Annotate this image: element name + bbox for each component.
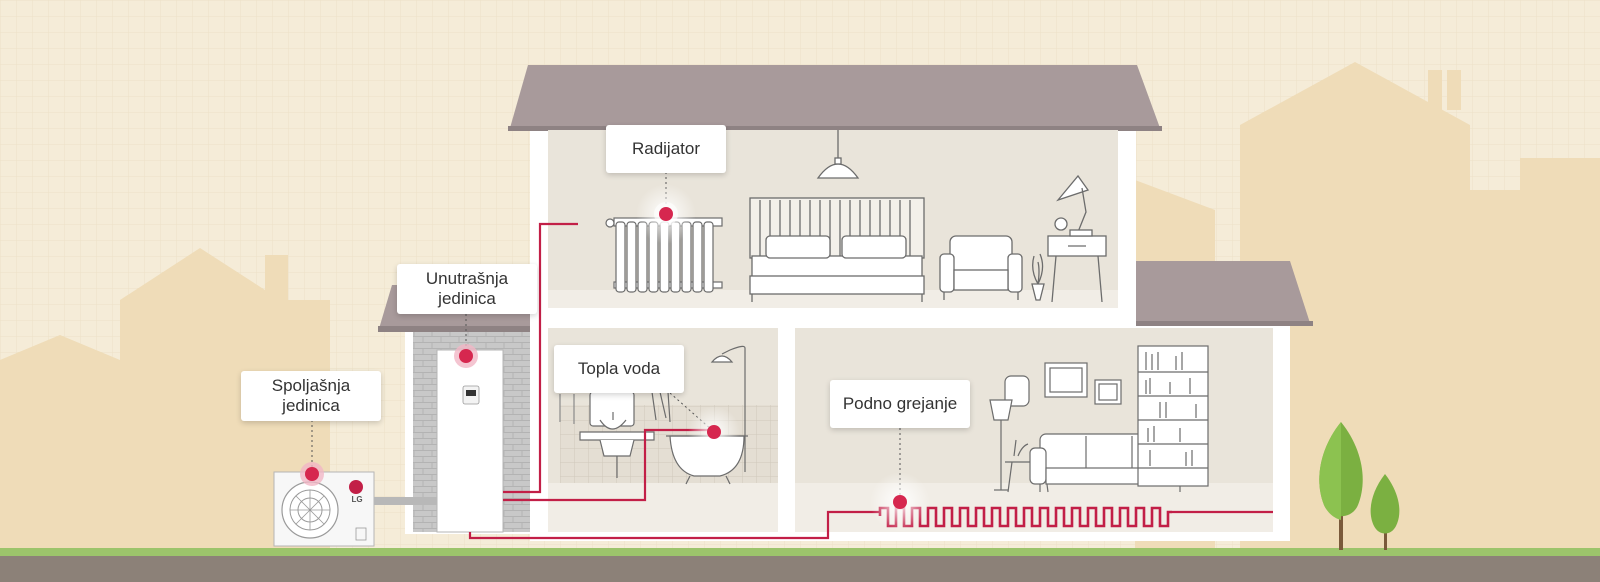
floor-heating-label-text: Podno grejanje: [842, 394, 958, 413]
indoor-unit: [436, 349, 504, 533]
bedroom-furniture: [749, 130, 1107, 303]
side-roof: [1136, 261, 1313, 326]
tree-small: [1370, 474, 1400, 550]
marker-outdoor-unit[interactable]: [300, 462, 324, 486]
tree-large: [1319, 422, 1363, 550]
outdoor-unit-lg-logo: LG: [350, 495, 364, 504]
radiator-label-text: Radijator: [631, 139, 701, 158]
outdoor-unit: [273, 471, 437, 547]
outdoor-unit-label-line2: jedinica: [282, 396, 340, 415]
main-roof: [508, 65, 1162, 131]
hot-water-label-text: Topla voda: [577, 359, 661, 378]
outdoor-unit-label[interactable]: Spoljašnja jedinica: [241, 371, 381, 421]
outdoor-unit-label-line1: Spoljašnja: [271, 376, 351, 395]
indoor-unit-label-line1: Unutrašnja: [425, 269, 509, 288]
grass-strip: [0, 548, 1600, 556]
marker-radiator[interactable]: [636, 184, 696, 244]
radiator-label[interactable]: Radijator: [606, 125, 726, 173]
marker-floor-heating[interactable]: [870, 472, 930, 532]
living-room-furniture: [989, 345, 1209, 493]
lg-logo-text: LG: [351, 495, 363, 504]
indoor-unit-label-line2: jedinica: [438, 289, 496, 308]
ground: [0, 556, 1600, 582]
floor-heating-label[interactable]: Podno grejanje: [830, 380, 970, 428]
marker-indoor-unit[interactable]: [454, 344, 478, 368]
hot-water-label[interactable]: Topla voda: [554, 345, 684, 393]
indoor-unit-label[interactable]: Unutrašnja jedinica: [397, 264, 537, 314]
heating-pipes: [468, 222, 1273, 540]
marker-hot-water[interactable]: [688, 406, 740, 458]
